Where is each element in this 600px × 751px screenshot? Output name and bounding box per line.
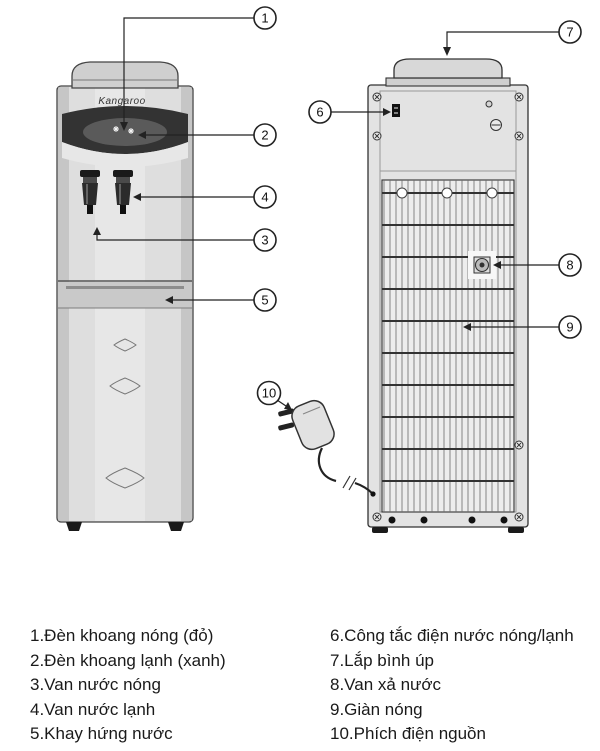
callout-2: 2: [138, 123, 277, 147]
roller: [388, 516, 396, 524]
cold-tap: [113, 170, 133, 214]
legend-item-7: 7.Lắp bình úp: [330, 650, 434, 670]
hot-tap-handle: [80, 170, 100, 177]
screw-icon: [514, 131, 524, 141]
drain-valve: [468, 251, 496, 279]
grille-vertical-wires: [383, 180, 511, 512]
callout-10: 10: [256, 380, 292, 410]
hot-tap: [80, 170, 100, 214]
tray-slot: [66, 286, 184, 289]
power-plug-assembly: [278, 399, 376, 497]
roller: [420, 516, 428, 524]
panel-hole: [485, 100, 493, 108]
callout-7-number: 7: [566, 25, 573, 40]
cabinet-ornaments: [105, 338, 145, 489]
legend-item-2: 2.Đèn khoang lạnh (xanh): [30, 650, 226, 670]
dome-flange: [385, 77, 511, 87]
callout-4: 4: [133, 185, 277, 209]
callout-2-number: 2: [261, 128, 268, 143]
legend-item-9: 9.Giàn nóng: [330, 699, 423, 719]
callout-6-number: 6: [316, 105, 323, 120]
hot-tap-body: [82, 183, 98, 205]
back-foot-left: [372, 527, 388, 533]
ornament-medium: [109, 377, 141, 395]
roller: [468, 516, 476, 524]
plug-prong-top: [278, 408, 295, 417]
screw-icon: [514, 92, 524, 102]
callout-6: 6: [308, 100, 391, 124]
diagram-canvas: Kangaroo: [56, 6, 582, 533]
front-foot-right: [168, 522, 184, 531]
callout-10-number: 10: [262, 386, 276, 401]
hot-tap-spout: [87, 205, 93, 214]
hot-tap-neck: [83, 177, 97, 183]
back-foot-right: [508, 527, 524, 533]
legend-item-3: 3.Van nước nóng: [30, 675, 161, 695]
drip-tray: [58, 280, 192, 309]
callout-5-number: 5: [261, 293, 268, 308]
legend-item-10: 10.Phích điện nguồn: [330, 724, 486, 744]
callout-9-number: 9: [566, 320, 573, 335]
plug-prong-bottom: [278, 422, 295, 431]
power-cord: [317, 447, 337, 483]
cold-tap-handle: [113, 170, 133, 177]
screw-icon: [372, 512, 382, 522]
legend-item-4: 4.Van nước lạnh: [30, 699, 156, 719]
legend-item-6: 6.Công tắc điện nước nóng/lạnh: [330, 626, 574, 645]
hot-indicator-light: [113, 126, 119, 132]
condenser-grille: [381, 179, 515, 513]
front-foot-left: [66, 522, 82, 531]
callout-8-number: 8: [566, 258, 573, 273]
cold-tap-neck: [116, 177, 130, 183]
legend-left-column: 1.Đèn khoang nóng (đỏ) 2.Đèn khoang lạnh…: [30, 624, 300, 747]
indicator-lights: [113, 126, 134, 134]
plug-body: [291, 399, 335, 451]
callout-1-number: 1: [261, 11, 268, 26]
mount-hole: [486, 187, 498, 199]
roller: [500, 516, 508, 524]
ornament-large: [105, 467, 145, 489]
cord-entry: [370, 491, 376, 497]
callout-7: 7: [443, 20, 582, 56]
callout-3: 3: [93, 227, 277, 252]
legend-item-5: 5.Khay hứng nước: [30, 724, 173, 744]
brand-label: Kangaroo: [98, 96, 145, 107]
screw-icon: [514, 512, 524, 522]
callout-8: 8: [493, 253, 582, 277]
cold-tap-spout: [120, 205, 126, 214]
cold-indicator-light: [128, 128, 134, 134]
callout-4-number: 4: [261, 190, 268, 205]
back-bottom: [372, 516, 524, 533]
screw-icon: [372, 92, 382, 102]
legend-right-column: 6.Công tắc điện nước nóng/lạnh 7.Lắp bìn…: [330, 624, 600, 747]
power-switch: [392, 104, 400, 117]
recess-lower-band: [62, 142, 188, 167]
legend: 1.Đèn khoang nóng (đỏ) 2.Đèn khoang lạnh…: [0, 624, 600, 747]
mount-hole: [441, 187, 453, 199]
back-screws: [372, 92, 524, 522]
cold-tap-body: [115, 183, 131, 205]
mount-hole: [396, 187, 408, 199]
callout-9: 9: [463, 315, 582, 339]
back-view: [367, 58, 529, 533]
plug-seam: [302, 406, 321, 415]
cord-break-mark: [342, 475, 351, 489]
screw-icon: [372, 131, 382, 141]
front-top-lid: [71, 61, 179, 89]
tray-band: [58, 282, 192, 308]
legend-item-8: 8.Van xả nước: [330, 675, 442, 695]
switch-body: [392, 104, 400, 117]
callout-3-number: 3: [261, 233, 268, 248]
cord-break-mark: [348, 477, 357, 491]
callout-5: 5: [165, 288, 277, 312]
valve-center: [479, 262, 485, 268]
panel-bolt: [490, 119, 502, 131]
screw-icon: [514, 440, 524, 450]
legend-item-1: 1.Đèn khoang nóng (đỏ): [30, 626, 214, 645]
callouts: 1 2 4 3: [93, 6, 582, 410]
back-top-dome: [393, 58, 503, 79]
ornament-small: [113, 338, 137, 352]
callout-1: 1: [120, 6, 277, 131]
